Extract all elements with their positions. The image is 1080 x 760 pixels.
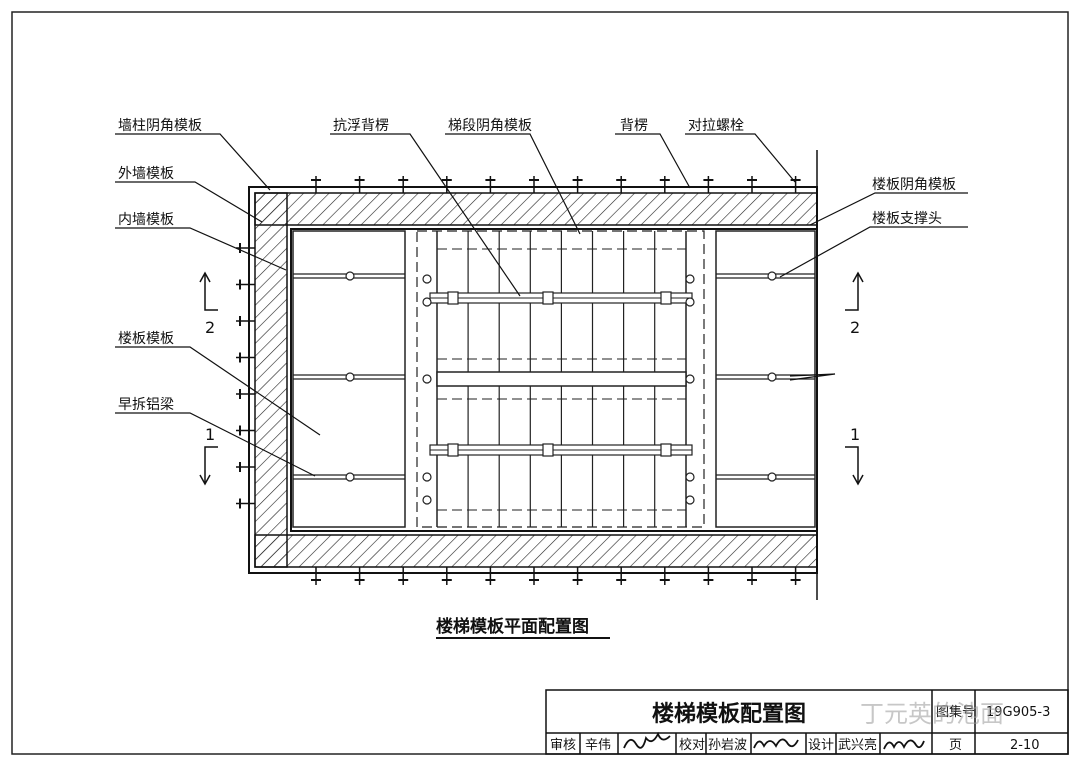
support-head [685, 374, 695, 384]
label-outer-wall: 外墙模板 [118, 166, 174, 182]
support-head [422, 374, 432, 384]
review-label: 审核 [550, 738, 576, 753]
section-label-left-bottom: 1 [205, 425, 215, 444]
label-wall-col-corner: 墙柱阴角模板 [118, 118, 202, 134]
anti-float-clip [660, 443, 672, 457]
stair-flight [416, 230, 705, 528]
support-head [345, 472, 355, 482]
landing-beam [436, 371, 687, 387]
label-early-beam: 早拆铝梁 [118, 397, 174, 413]
tie-bolts [236, 176, 801, 585]
section-label-right-bottom: 1 [850, 425, 860, 444]
design-label: 设计 [808, 738, 834, 753]
anti-float-clip [542, 291, 554, 305]
anti-float-clip [542, 443, 554, 457]
page-label: 页 [949, 738, 962, 753]
label-back-ridge: 背楞 [620, 118, 648, 134]
drawing-title: 楼梯模板平面配置图 [436, 616, 589, 637]
support-head [685, 495, 695, 505]
label-stair-corner: 梯段阴角模板 [448, 118, 532, 134]
atlas-label: 图集号 [936, 704, 975, 720]
atlas-number: 19G905-3 [986, 705, 1050, 720]
support-head [685, 297, 695, 307]
support-head [422, 297, 432, 307]
reviewer-name: 辛伟 [585, 738, 611, 753]
component-labels: 墙柱阴角模板 外墙模板 内墙模板 楼板模板 早拆铝梁 抗浮背楞 梯段阴角模板 背… [118, 118, 956, 413]
label-floor-form: 楼板模板 [118, 331, 174, 347]
support-head [685, 472, 695, 482]
early-strip-beams [293, 271, 815, 505]
section-label-right-top: 2 [850, 318, 860, 337]
support-head [767, 372, 777, 382]
support-head [422, 495, 432, 505]
designer-name: 武兴亮 [838, 737, 877, 753]
support-head [685, 274, 695, 284]
leader-lines [115, 133, 968, 477]
anti-float-clip [447, 443, 459, 457]
stair-outline [416, 230, 705, 528]
label-slab-corner: 楼板阴角模板 [872, 177, 956, 193]
wall-band [248, 150, 818, 600]
sheet-border [11, 11, 1069, 755]
label-anti-float: 抗浮背楞 [333, 118, 389, 134]
page-number: 2-10 [1010, 738, 1040, 753]
checker-name: 孙岩波 [708, 738, 747, 753]
title-block-main-title: 楼梯模板配置图 [652, 701, 806, 727]
watermark: 丁元英的池面 [860, 700, 1004, 728]
support-head [767, 472, 777, 482]
section-label-left-top: 2 [205, 318, 215, 337]
section-markers [199, 271, 864, 486]
label-slab-support: 楼板支撑头 [872, 211, 942, 227]
anti-float-clip [447, 291, 459, 305]
title-block [545, 689, 1069, 755]
label-inner-wall: 内墙模板 [118, 212, 174, 228]
support-head [422, 472, 432, 482]
support-head [345, 372, 355, 382]
label-tie-bolt: 对拉螺栓 [688, 118, 744, 134]
support-head [345, 271, 355, 281]
signatures [623, 731, 925, 750]
support-head [422, 274, 432, 284]
anti-float-clip [660, 291, 672, 305]
support-head [767, 271, 777, 281]
check-label: 校对 [679, 737, 705, 753]
